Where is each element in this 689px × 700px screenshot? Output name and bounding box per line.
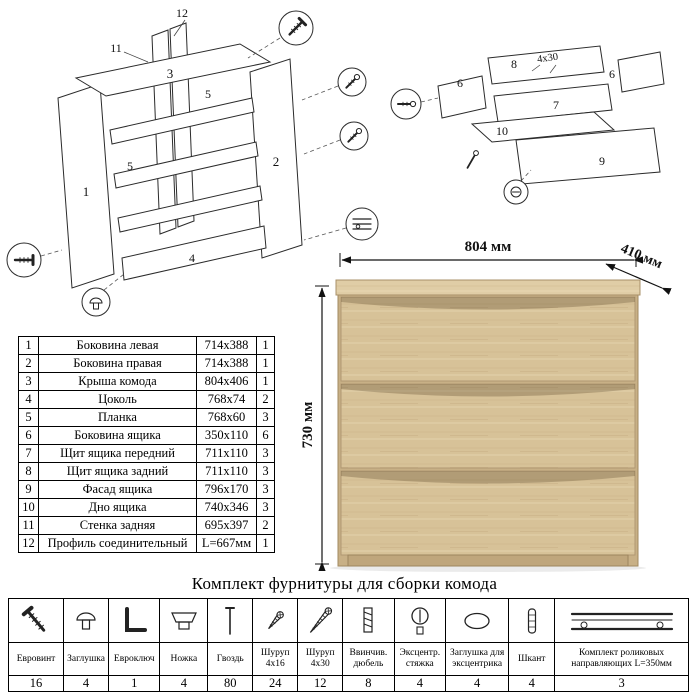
loose-screw — [466, 150, 479, 169]
hardware-name: Евровинт — [7, 642, 65, 676]
hardware-qty: 8 — [342, 675, 395, 692]
foot-icon — [170, 611, 197, 630]
hardware-name: Ножка — [159, 642, 209, 676]
wood-dowel-icon — [527, 607, 536, 634]
label-part-5: 5 — [205, 87, 211, 101]
hardware-qty: 3 — [554, 675, 689, 692]
label-part-7: 7 — [553, 98, 559, 112]
hardware-qty: 4 — [159, 675, 209, 692]
nail-icon — [225, 606, 236, 635]
height-label: 730 мм — [300, 402, 316, 449]
hardware-qty: 4 — [393, 675, 447, 692]
drawer-bottom — [470, 111, 616, 143]
confirmat-screw-icon — [21, 605, 46, 632]
hardware-name: Шкант — [508, 642, 556, 676]
hardware-qty: 80 — [207, 675, 254, 692]
label-part-10: 10 — [496, 124, 508, 138]
label-part-6: 6 — [609, 67, 615, 81]
hardware-name: Евроключ — [108, 642, 161, 676]
hardware-name: Комплект роликовых направляющих L=350мм — [554, 642, 689, 676]
hardware-name: Ввинчив. дюбель — [342, 642, 395, 676]
hardware-name: Гвоздь — [207, 642, 254, 676]
hardware-qty-row: 16 4 1 4 80 24 12 8 4 4 4 3 — [7, 675, 689, 692]
dresser-figure: 804 мм 410 мм 730 мм — [300, 239, 672, 572]
depth-label: 410 мм — [618, 241, 664, 272]
hardware-name: Шуруп 4x16 — [252, 642, 299, 676]
callout-cap — [81, 273, 125, 317]
callout-drawer-slide — [303, 207, 379, 241]
drawer-front-shield — [493, 83, 613, 123]
hardware-qty: 24 — [252, 675, 299, 692]
hardware-qty: 12 — [297, 675, 344, 692]
label-part-1: 1 — [83, 184, 90, 199]
dowel-screw-icon — [363, 606, 374, 633]
hardware-kit-title: Комплект фурнитуры для сборки комода — [191, 574, 498, 593]
hardware-table: Евровинт Заглушка Евроключ Ножка Гвоздь … — [7, 598, 689, 692]
drawer-back-panel — [487, 45, 605, 85]
callout-screw-right-2 — [303, 121, 369, 155]
callout-screw-drawer — [390, 88, 439, 120]
label-part-2: 2 — [273, 154, 280, 169]
label-part-8: 8 — [511, 57, 517, 71]
oval-cap-icon — [464, 612, 490, 629]
width-dimension: 804 мм — [339, 239, 643, 267]
left-side-panel — [57, 83, 115, 289]
hardware-name-row: Евровинт Заглушка Евроключ Ножка Гвоздь … — [7, 642, 689, 676]
hardware-qty: 4 — [508, 675, 556, 692]
drawer-exploded-diagram: 8 4x30 6 6 7 10 9 — [390, 45, 665, 205]
label-part-3: 3 — [167, 66, 174, 81]
cap-icon — [76, 611, 96, 630]
label-part-5b: 5 — [127, 159, 133, 173]
screw-short-icon — [268, 610, 285, 629]
hardware-name: Эксцентр. стяжка — [393, 642, 447, 676]
callout-cam-drawer — [503, 169, 532, 205]
height-dimension: 730 мм — [300, 285, 329, 571]
hardware-qty: 4 — [445, 675, 510, 692]
hardware-name: Шуруп 4x30 — [297, 642, 344, 676]
screw-long-icon — [310, 606, 333, 633]
label-part-4: 4 — [189, 251, 195, 265]
hardware-icon-row — [7, 598, 689, 643]
width-label: 804 мм — [465, 239, 512, 255]
dresser-render — [330, 279, 646, 572]
drawer-side-left — [437, 75, 487, 119]
label-part-6b: 6 — [457, 76, 463, 90]
rails — [109, 97, 267, 281]
label-part-12: 12 — [176, 6, 188, 20]
hardware-name: Заглушка — [63, 642, 110, 676]
callout-confirmat-left — [6, 242, 63, 278]
drawer-slide-icon — [570, 612, 673, 630]
callout-screw-right-1 — [301, 67, 367, 101]
hardware-name: Заглушка для эксцентрика — [445, 642, 510, 676]
hex-key-icon — [125, 606, 148, 632]
callout-confirmat-top — [247, 10, 314, 59]
drawer-side-right — [617, 51, 665, 93]
top-panel — [74, 43, 272, 97]
hardware-qty: 1 — [108, 675, 161, 692]
frame-exploded-diagram: 12 11 3 1 2 5 5 4 — [6, 6, 379, 317]
cam-lock-icon — [411, 606, 429, 635]
drawer-facade — [515, 127, 661, 185]
label-part-9: 9 — [599, 154, 605, 168]
hardware-qty: 4 — [63, 675, 110, 692]
label-part-11: 11 — [110, 41, 122, 55]
hardware-qty: 16 — [7, 675, 65, 692]
screw-size-note: 4x30 — [536, 52, 558, 66]
